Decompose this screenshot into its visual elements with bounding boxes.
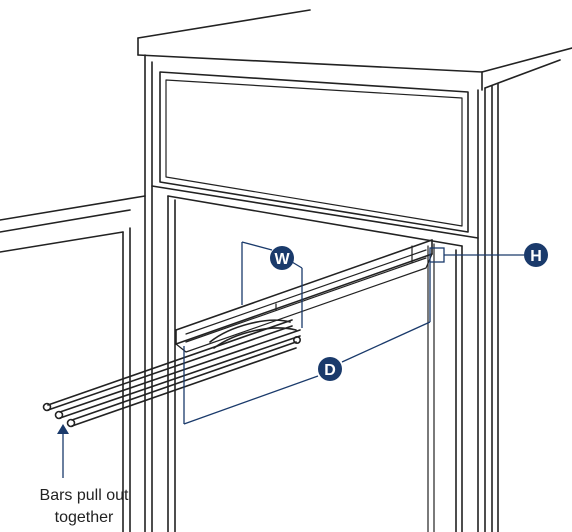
dimension-lines	[57, 241, 524, 478]
depth-badge: D	[318, 357, 342, 381]
bars-caption: Bars pull out together	[26, 485, 142, 529]
bar-end-cap	[292, 335, 301, 344]
caption-line-2: together	[54, 509, 114, 526]
depth-badge-label: D	[324, 362, 336, 379]
towel-bars	[42, 319, 301, 428]
cabinet-frame	[144, 54, 561, 532]
slide-rail	[175, 239, 433, 353]
adjacent-cabinet	[0, 195, 146, 532]
height-badge: H	[524, 243, 548, 267]
width-leader-top	[241, 241, 273, 251]
bar-end-cap	[66, 418, 76, 428]
caption-arrow-head	[57, 424, 69, 434]
width-badge-label: W	[274, 251, 290, 268]
depth-leader-bottom	[183, 375, 319, 425]
lower-opening	[167, 195, 463, 532]
width-badge: W	[270, 246, 294, 270]
bar-end-cap	[54, 410, 64, 420]
caption-line-1: Bars pull out	[39, 487, 129, 504]
bar-end-cap	[42, 402, 52, 412]
cabinet-top	[137, 9, 572, 91]
height-badge-label: H	[530, 248, 542, 265]
upper-panel	[151, 71, 479, 239]
